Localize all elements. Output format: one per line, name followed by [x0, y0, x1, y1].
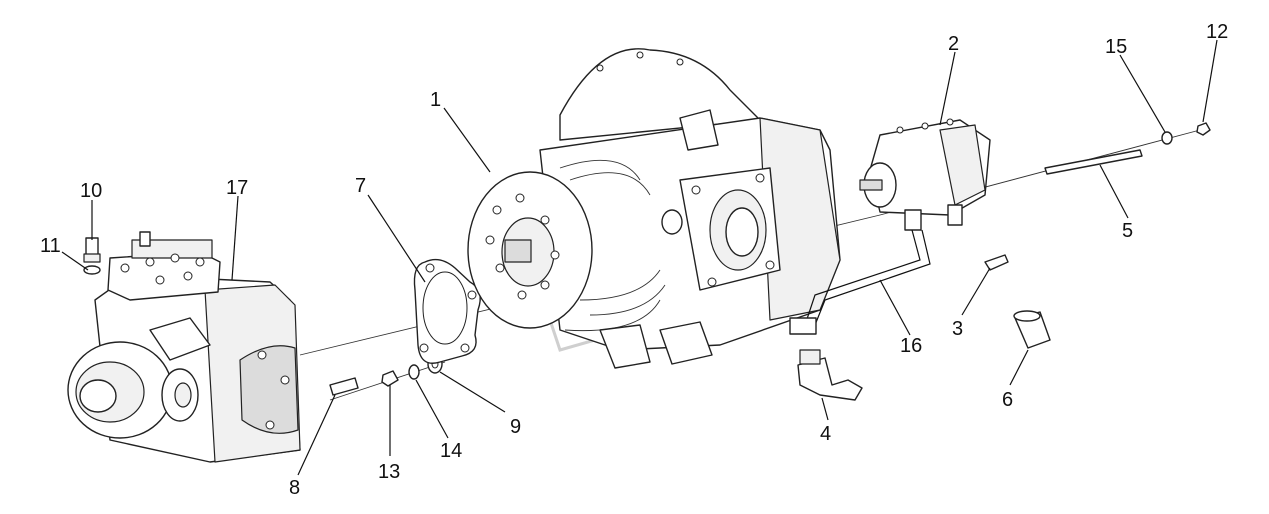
- callout-8: 8: [289, 477, 300, 499]
- part-11-washer: [83, 265, 101, 275]
- callout-14: 14: [440, 440, 462, 462]
- part-14-washer: [408, 364, 420, 380]
- callout-9: 9: [510, 416, 521, 438]
- callout-5: 5: [1122, 220, 1133, 242]
- leader-lines: [61, 39, 1218, 476]
- callout-13: 13: [378, 461, 400, 483]
- callout-3: 3: [952, 318, 963, 340]
- callout-15: 15: [1105, 36, 1127, 58]
- part-15-washer: [1161, 131, 1173, 145]
- part-10-fitting: [83, 237, 101, 263]
- callout-17: 17: [226, 177, 248, 199]
- callout-6: 6: [1002, 389, 1013, 411]
- part-16-tube: [789, 229, 931, 335]
- part-17-pump-unit: [67, 231, 301, 463]
- part-13-nut: [381, 370, 399, 387]
- part-1-gearbox-housing: [467, 48, 841, 369]
- part-6-cap: [1013, 310, 1051, 349]
- callout-labels: 1 2 3 4 5 6 7 8 9 10 11 12 13 14 15 16 1…: [40, 21, 1228, 499]
- part-5-stud: [1044, 149, 1143, 175]
- callout-16: 16: [900, 335, 922, 357]
- part-2-valve-block: [859, 118, 991, 231]
- callout-11: 11: [40, 235, 61, 257]
- part-8-pin: [329, 377, 359, 396]
- callout-2: 2: [948, 33, 959, 55]
- callout-10: 10: [80, 180, 102, 202]
- callout-4: 4: [820, 423, 831, 445]
- callout-1: 1: [430, 89, 441, 111]
- part-12-nut: [1196, 122, 1211, 136]
- callout-12: 12: [1206, 21, 1228, 43]
- part-7-gasket: [413, 258, 481, 364]
- part-3-clip: [984, 254, 1009, 271]
- callout-7: 7: [355, 175, 366, 197]
- part-4-elbow-fitting: [797, 349, 863, 401]
